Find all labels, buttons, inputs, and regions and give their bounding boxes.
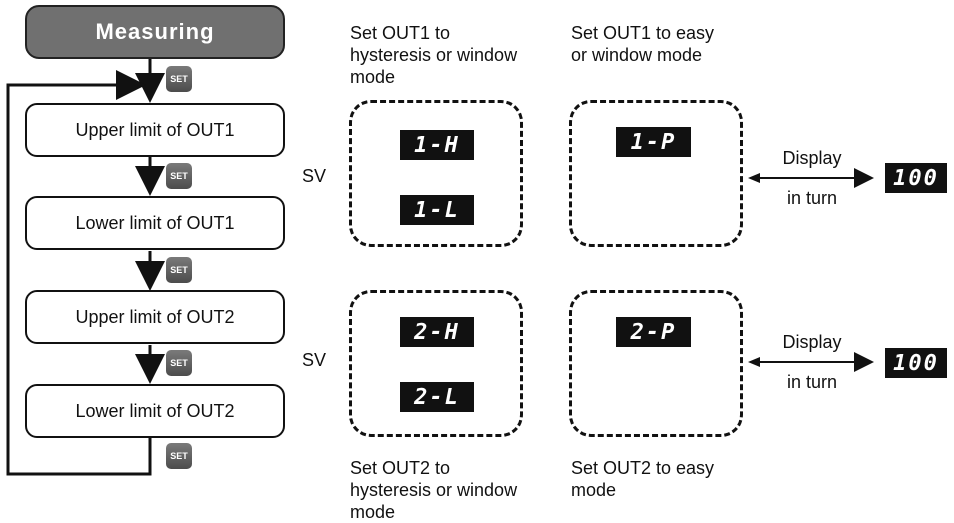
out1-display-label: Display bbox=[782, 148, 842, 168]
set-key-icon: SET bbox=[166, 350, 192, 376]
out1-sv-label: SV bbox=[302, 166, 327, 186]
out2-display-label: Display bbox=[782, 332, 842, 352]
out1-hysteresis-box bbox=[349, 100, 523, 247]
step-upper-limit-out1: Upper limit of OUT1 bbox=[25, 103, 285, 157]
lcd-out2-value: 100 bbox=[885, 348, 947, 378]
set-key-icon: SET bbox=[166, 163, 192, 189]
set-key-icon: SET bbox=[166, 66, 192, 92]
out2-easy-caption: Set OUT2 to easy mode bbox=[571, 458, 715, 500]
loop-back-line bbox=[6, 70, 152, 476]
display-arrow-out1-left-head bbox=[748, 173, 760, 183]
set-key-icon: SET bbox=[166, 443, 192, 469]
out1-easy-box bbox=[569, 100, 743, 247]
out2-sv-label: SV bbox=[302, 350, 327, 370]
out2-hysteresis-caption: Set OUT2 to hysteresis or window mode bbox=[350, 458, 518, 522]
out1-easy-caption: Set OUT1 to easy or window mode bbox=[571, 23, 715, 65]
out2-in-turn-label: in turn bbox=[786, 372, 838, 392]
lcd-out1-p: 1-P bbox=[616, 127, 691, 157]
step-lower-limit-out1: Lower limit of OUT1 bbox=[25, 196, 285, 250]
lcd-out1-l: 1-L bbox=[400, 195, 474, 225]
measuring-box: Measuring bbox=[25, 5, 285, 59]
lcd-out2-p: 2-P bbox=[616, 317, 691, 347]
lcd-out2-h: 2-H bbox=[400, 317, 474, 347]
out2-easy-box bbox=[569, 290, 743, 437]
out1-hysteresis-caption: Set OUT1 to hysteresis or window mode bbox=[350, 23, 518, 87]
lcd-out1-h: 1-H bbox=[400, 130, 474, 160]
set-key-icon: SET bbox=[166, 257, 192, 283]
lcd-out1-value: 100 bbox=[885, 163, 947, 193]
display-arrow-out2-left-head bbox=[748, 357, 760, 367]
lcd-out2-l: 2-L bbox=[400, 382, 474, 412]
step-lower-limit-out2: Lower limit of OUT2 bbox=[25, 384, 285, 438]
out2-hysteresis-box bbox=[349, 290, 523, 437]
step-upper-limit-out2: Upper limit of OUT2 bbox=[25, 290, 285, 344]
out1-in-turn-label: in turn bbox=[786, 188, 838, 208]
